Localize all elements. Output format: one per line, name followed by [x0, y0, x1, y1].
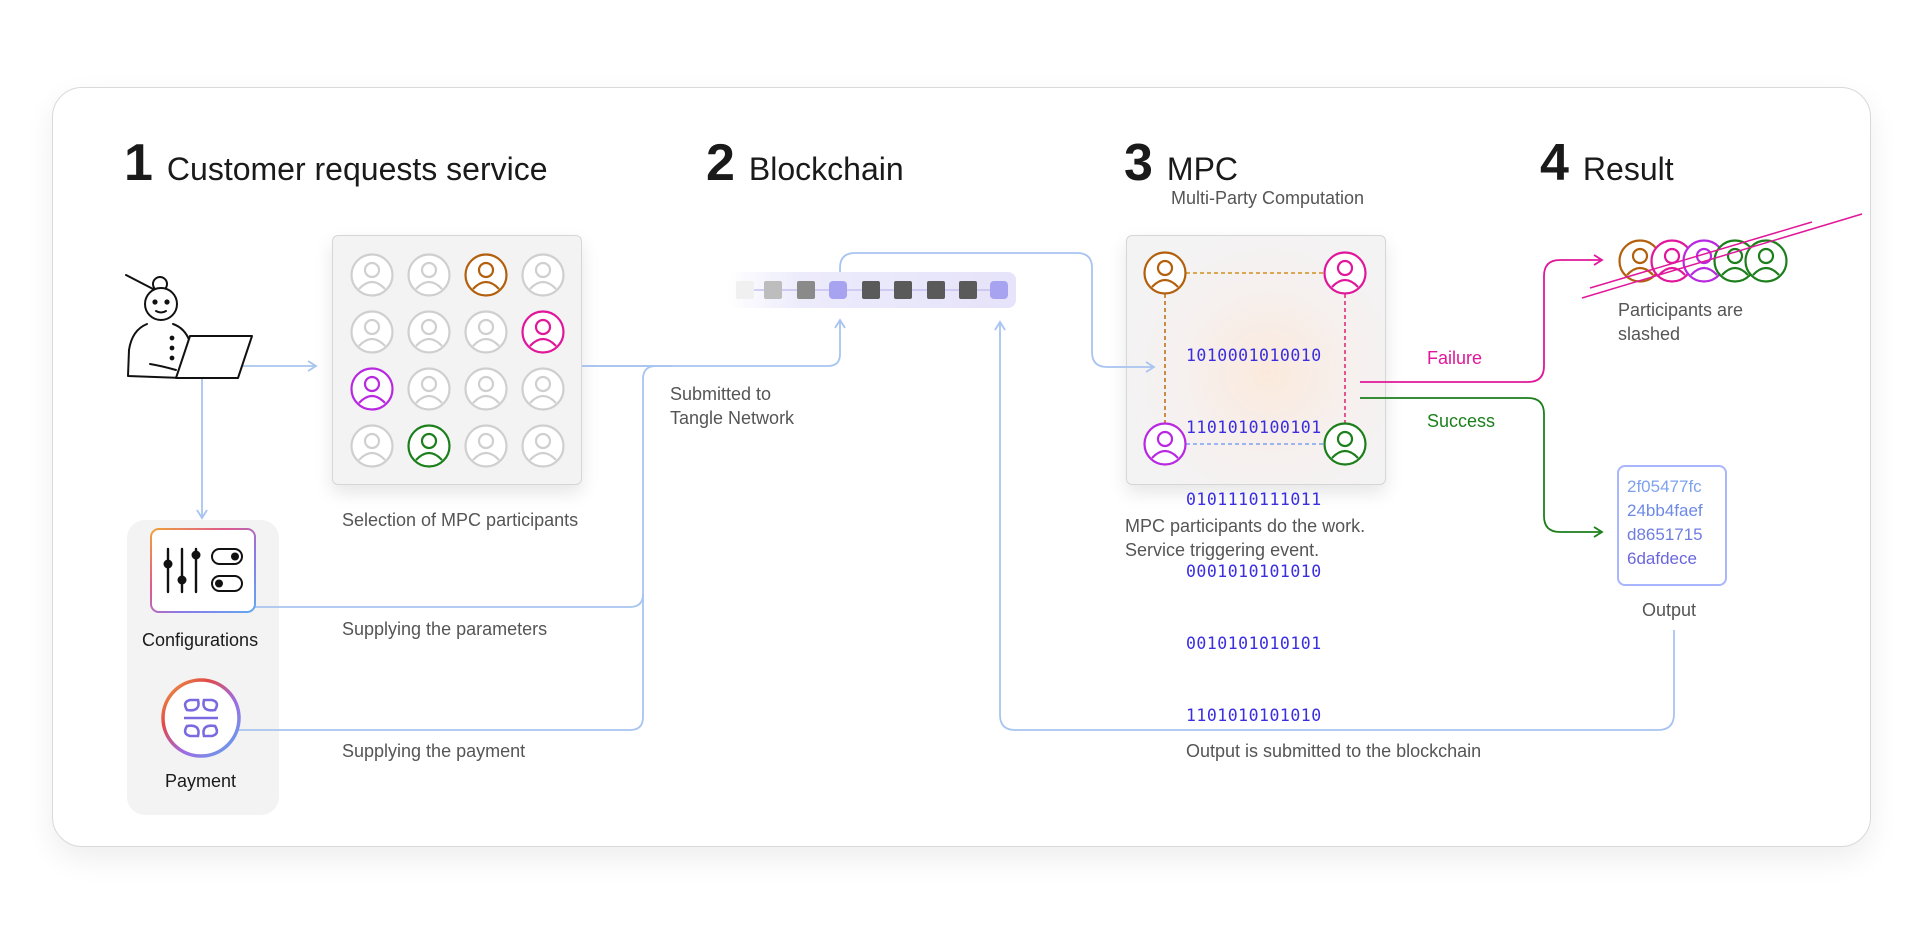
user-icon [464, 253, 508, 297]
hash-line: d8651715 [1627, 525, 1703, 544]
chain-block [829, 281, 847, 299]
user-icon [1143, 251, 1187, 295]
configurations-label: Configurations [142, 630, 259, 650]
user-icon [407, 424, 451, 468]
submitted-caption: Submitted to Tangle Network [670, 382, 794, 430]
caption-line: MPC participants do the work. [1125, 516, 1366, 536]
hash-line: 6dafdece [1627, 549, 1697, 568]
blockchain-chain [728, 272, 1016, 308]
blockchain-to-mpc-arrow [839, 252, 1156, 373]
chain-block [736, 281, 754, 299]
slashed-caption: Participants are slashed [1618, 298, 1743, 346]
hash-line: 24bb4faef [1627, 501, 1703, 520]
user-icon [350, 310, 394, 354]
user-icon [350, 367, 394, 411]
user-icon [464, 424, 508, 468]
caption-line: Submitted to [670, 384, 772, 404]
step-title: Blockchain [748, 151, 904, 187]
step-number: 3 [1124, 134, 1153, 192]
hash-line: 2f05477fc [1627, 477, 1702, 496]
step-title: MPC [1166, 151, 1239, 187]
output-submitted-caption: Output is submitted to the blockchain [1186, 741, 1482, 761]
chain-block [894, 281, 912, 299]
payment-line [238, 594, 644, 731]
user-icon [1143, 422, 1187, 466]
user-icon [521, 424, 565, 468]
binary-data: 1010001010010 1101010100101 010111011101… [1186, 296, 1322, 752]
user-icon [464, 310, 508, 354]
caption-line: Service triggering event. [1125, 540, 1320, 560]
user-icon [407, 310, 451, 354]
step-2-heading: 2 Blockchain [706, 137, 904, 189]
binary-line: 0101110111011 [1186, 490, 1322, 509]
user-icon [521, 367, 565, 411]
step-1-heading: 1 Customer requests service [124, 137, 548, 189]
chain-block [764, 281, 782, 299]
step-3-heading: 3 MPC [1124, 137, 1238, 189]
success-label: Success [1427, 411, 1496, 431]
output-to-blockchain-arrow [994, 320, 1675, 731]
binary-line: 0010101010101 [1186, 634, 1322, 653]
slash-line [1589, 221, 1813, 289]
customer-laptop-icon [125, 274, 253, 379]
mpc-work-caption: MPC participants do the work. Service tr… [1125, 514, 1365, 562]
chain-block [862, 281, 880, 299]
step-number: 2 [706, 134, 735, 192]
slashed-participants [1581, 213, 1863, 299]
user-icon [350, 253, 394, 297]
failure-label: Failure [1427, 348, 1483, 368]
parameters-caption: Supplying the parameters [342, 619, 548, 639]
chain-block [927, 281, 945, 299]
caption-line: slashed [1618, 324, 1681, 344]
caption-line: Tangle Network [670, 408, 795, 428]
step-title: Result [1582, 151, 1674, 187]
binary-line: 1101010100101 [1186, 418, 1322, 437]
mpc-network [1164, 272, 1346, 445]
success-arrow [1360, 397, 1604, 538]
mpc-subtitle: Multi-Party Computation [1171, 188, 1365, 208]
payment-flow-caption: Supplying the payment [342, 741, 526, 761]
payment-label: Payment [165, 771, 237, 791]
participant-grid [350, 253, 565, 468]
caption-line: Participants are [1618, 300, 1744, 320]
chain-block [990, 281, 1008, 299]
binary-line: 0001010101010 [1186, 562, 1322, 581]
chain-block [959, 281, 977, 299]
flow-connectors [188, 252, 1675, 731]
parameters-line [254, 365, 657, 608]
failure-arrow [1360, 254, 1604, 383]
user-icon [1323, 251, 1367, 295]
user-icon [521, 253, 565, 297]
binary-line: 1010001010010 [1186, 346, 1322, 365]
output-hash: 2f05477fc 24bb4faef d8651715 6dafdece [1627, 475, 1703, 571]
slash-line [1581, 213, 1863, 299]
step-number: 4 [1540, 134, 1569, 192]
step-title: Customer requests service [166, 151, 548, 187]
selection-caption: Selection of MPC participants [342, 510, 579, 530]
output-caption: Output [1642, 600, 1697, 620]
binary-line: 1101010101010 [1186, 706, 1322, 725]
to-blockchain-arrow [582, 318, 846, 367]
payment-logo-icon [161, 678, 241, 758]
sliders-icon [150, 528, 256, 613]
user-icon [464, 367, 508, 411]
user-icon [350, 424, 394, 468]
user-icon [1323, 422, 1367, 466]
chain-block [797, 281, 815, 299]
user-icon [407, 253, 451, 297]
user-icon [407, 367, 451, 411]
user-icon [521, 310, 565, 354]
toggle-icon [211, 548, 243, 592]
output-box [1617, 465, 1727, 586]
step-number: 1 [124, 134, 153, 192]
step-4-heading: 4 Result [1540, 137, 1674, 189]
